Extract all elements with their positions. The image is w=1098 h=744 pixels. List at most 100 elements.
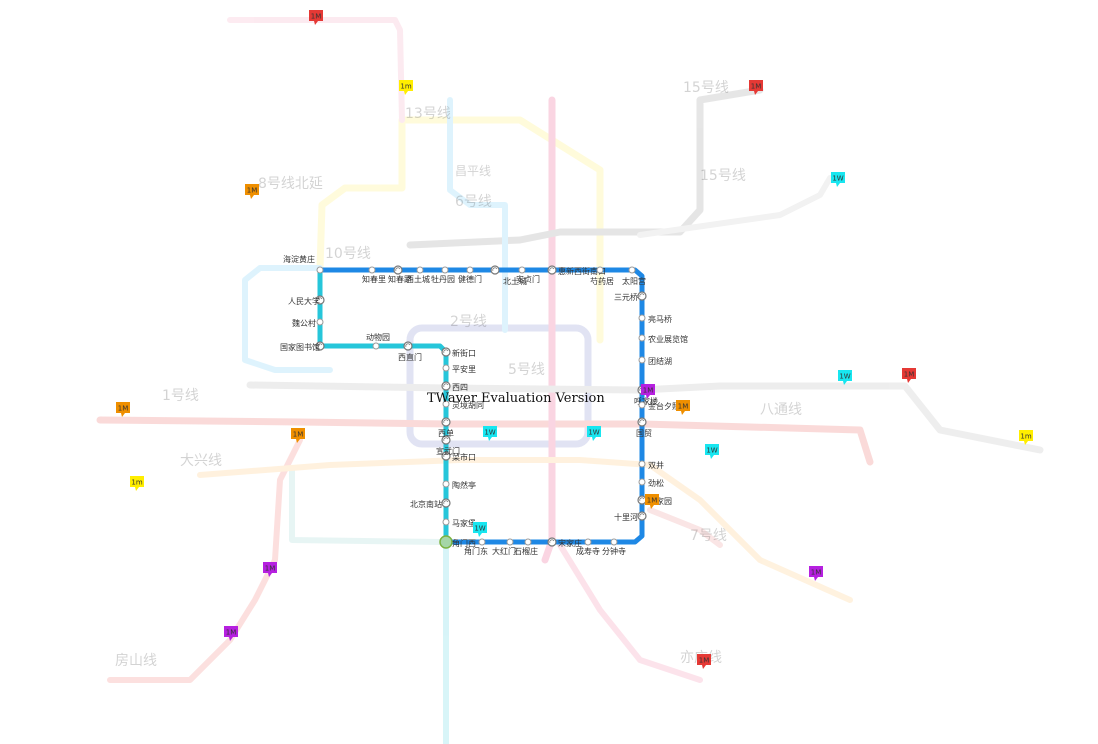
station[interactable]: 国家图书馆 bbox=[280, 341, 325, 352]
station-dot-icon bbox=[610, 538, 618, 546]
station[interactable]: 陶然亭 bbox=[442, 480, 476, 490]
alert-marker[interactable]: 1M bbox=[676, 400, 690, 415]
line-9-path bbox=[289, 467, 443, 545]
station[interactable]: 知春里 bbox=[362, 266, 386, 284]
station[interactable]: 双井 bbox=[638, 460, 664, 470]
station[interactable]: 北京南站 bbox=[410, 498, 451, 509]
transfer-station-icon bbox=[490, 265, 500, 275]
alert-marker[interactable]: 1W bbox=[483, 426, 497, 441]
station[interactable]: 十里河 bbox=[614, 511, 647, 522]
station[interactable]: 芍药居 bbox=[590, 266, 614, 286]
alert-marker[interactable]: 1M bbox=[645, 494, 659, 509]
transfer-arc-icon bbox=[549, 539, 555, 544]
alert-marker[interactable]: 1W bbox=[587, 426, 601, 441]
transfer-station-icon bbox=[547, 537, 557, 547]
station-dot-icon bbox=[316, 266, 324, 274]
station[interactable]: 亮马桥 bbox=[638, 314, 672, 324]
station[interactable]: 宋家庄 bbox=[547, 537, 582, 548]
station-label: 国贸 bbox=[636, 428, 652, 438]
map-pin-icon bbox=[116, 402, 130, 417]
alert-marker[interactable]: 1M bbox=[641, 384, 655, 399]
transfer-arc-icon bbox=[639, 497, 645, 502]
map-pin-icon bbox=[245, 184, 259, 199]
station[interactable]: 惠新西街南口 bbox=[547, 265, 606, 276]
station[interactable]: 海淀黄庄 bbox=[283, 254, 324, 274]
station[interactable]: 马家堡 bbox=[442, 518, 476, 528]
marker-label: 1M bbox=[678, 403, 689, 411]
alert-marker[interactable]: 1M bbox=[245, 184, 259, 199]
station-dot-icon bbox=[416, 266, 424, 274]
station[interactable]: 魏公村 bbox=[292, 318, 324, 328]
station[interactable]: 劲松 bbox=[638, 478, 664, 488]
station-label: 十里河 bbox=[614, 512, 638, 522]
station[interactable]: 知春路 bbox=[388, 265, 412, 284]
station[interactable]: 国贸 bbox=[636, 417, 652, 438]
alert-marker[interactable]: 1W bbox=[473, 522, 487, 537]
station[interactable]: 大红门 bbox=[492, 538, 516, 556]
station-dot-icon bbox=[478, 538, 486, 546]
fangshan-line-path bbox=[107, 437, 303, 683]
alert-marker[interactable]: 1M bbox=[263, 562, 277, 577]
transfer-station-icon bbox=[441, 347, 451, 357]
marker-label: 1M bbox=[699, 657, 710, 665]
station[interactable]: 角门东 bbox=[464, 538, 488, 556]
line-name-label: 8号线北延 bbox=[258, 176, 323, 192]
transfer-station-icon bbox=[637, 417, 647, 427]
station[interactable]: 宣武门 bbox=[436, 435, 460, 456]
station-dot-icon bbox=[518, 266, 526, 274]
station[interactable]: 西土城 bbox=[406, 266, 430, 284]
line-8-path bbox=[447, 97, 508, 333]
station[interactable]: 石榴庄 bbox=[514, 538, 538, 556]
alert-marker[interactable]: 1M bbox=[116, 402, 130, 417]
alert-marker[interactable]: 1W bbox=[831, 172, 845, 187]
transfer-station-icon bbox=[393, 265, 403, 275]
station[interactable]: 西直门 bbox=[398, 341, 422, 362]
alert-marker[interactable]: 1M bbox=[291, 428, 305, 443]
alert-marker[interactable]: 1M bbox=[749, 80, 763, 95]
station[interactable]: 农业展览馆 bbox=[638, 334, 688, 344]
marker-label: 1W bbox=[839, 373, 850, 381]
station-dot-icon bbox=[442, 480, 450, 488]
station[interactable]: 西单 bbox=[438, 417, 454, 438]
station-label: 成寿寺 bbox=[576, 546, 600, 556]
station-label: 海淀黄庄 bbox=[283, 254, 315, 264]
station[interactable]: 新街口 bbox=[441, 347, 476, 358]
alert-marker[interactable]: 1W bbox=[838, 370, 852, 385]
map-pin-icon bbox=[697, 654, 711, 669]
transfer-station-icon bbox=[441, 451, 451, 461]
station-dot-icon bbox=[316, 318, 324, 326]
alert-marker[interactable]: 1M bbox=[697, 654, 711, 669]
station[interactable]: 分钟寺 bbox=[602, 538, 626, 556]
station[interactable]: 灵境胡同 bbox=[442, 400, 484, 410]
west-faint-path bbox=[242, 265, 333, 373]
east-extra-path bbox=[647, 507, 723, 548]
alert-marker[interactable]: 1m bbox=[130, 476, 144, 491]
station[interactable]: 菜市口 bbox=[441, 451, 476, 462]
station[interactable]: 牡丹园 bbox=[431, 266, 455, 284]
station[interactable]: 角门西 bbox=[439, 535, 476, 549]
line-name-label: 1号线 bbox=[162, 388, 199, 404]
alert-marker[interactable]: 1W bbox=[705, 444, 719, 459]
station[interactable]: 安贞门 bbox=[516, 266, 540, 284]
alert-marker[interactable]: 1M bbox=[809, 566, 823, 581]
alert-marker[interactable]: 1m bbox=[1019, 430, 1033, 445]
line-name-label: 2号线 bbox=[450, 314, 487, 330]
alert-marker[interactable]: 1M bbox=[902, 368, 916, 383]
station[interactable]: 团结湖 bbox=[638, 356, 672, 366]
station[interactable]: 人民大学 bbox=[288, 295, 325, 306]
alert-marker[interactable]: 1m bbox=[399, 80, 413, 95]
station[interactable]: 成寿寺 bbox=[576, 538, 600, 556]
station[interactable]: 平安里 bbox=[442, 364, 476, 374]
station-label: 芍药居 bbox=[590, 276, 614, 286]
station[interactable]: 健德门 bbox=[458, 266, 482, 284]
station[interactable]: 西四 bbox=[441, 381, 468, 392]
station[interactable]: 北土城 bbox=[490, 265, 527, 286]
map-pin-icon bbox=[291, 428, 305, 443]
station[interactable]: 金台夕照 bbox=[638, 401, 680, 411]
station[interactable]: 太阳宫 bbox=[622, 266, 646, 286]
alert-marker[interactable]: 1M bbox=[309, 10, 323, 25]
station[interactable]: 三元桥 bbox=[614, 291, 647, 302]
station[interactable]: 动物园 bbox=[366, 332, 390, 350]
alert-marker[interactable]: 1M bbox=[224, 626, 238, 641]
